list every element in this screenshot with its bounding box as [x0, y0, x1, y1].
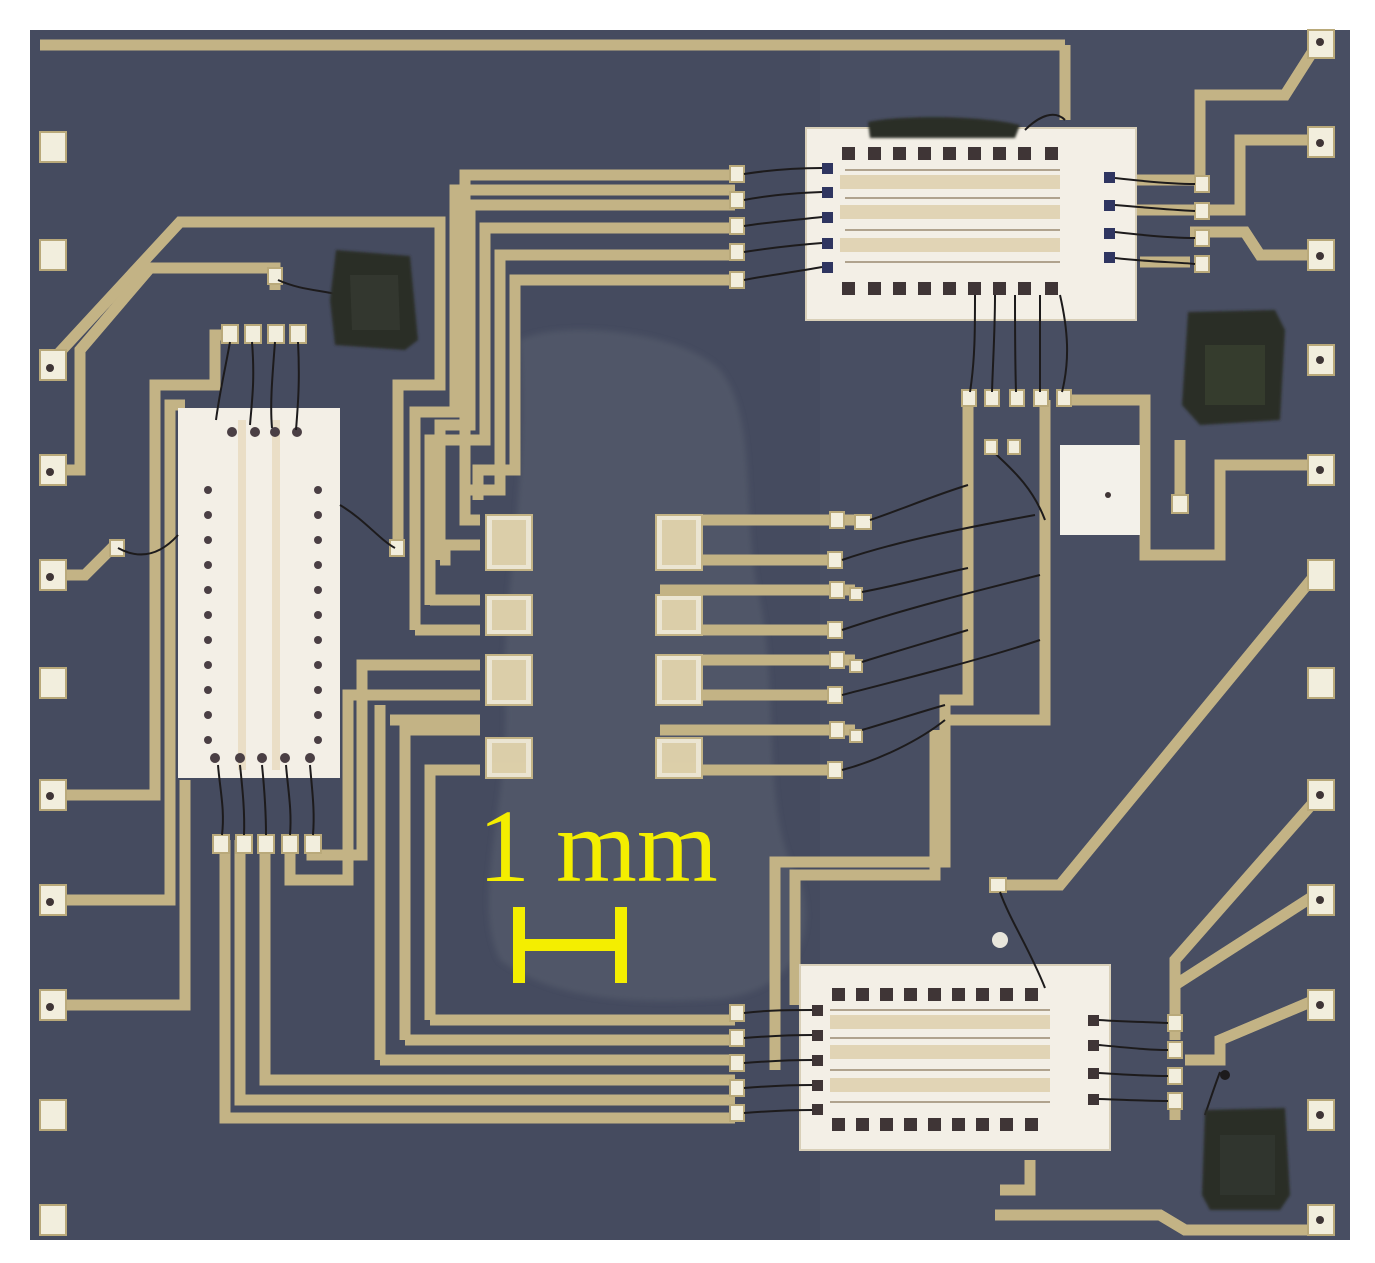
left-edge-pads [39, 131, 67, 1236]
test-pad [1060, 445, 1140, 535]
center-finger-array [485, 514, 703, 779]
bottom-chip [799, 964, 1111, 1151]
left-chip [178, 408, 340, 778]
scale-bar-label: 1 mm [478, 789, 718, 904]
right-edge-pads [1307, 29, 1335, 1236]
top-chip [805, 127, 1137, 321]
residue-stain [488, 330, 806, 1001]
scale-bar [513, 907, 627, 983]
